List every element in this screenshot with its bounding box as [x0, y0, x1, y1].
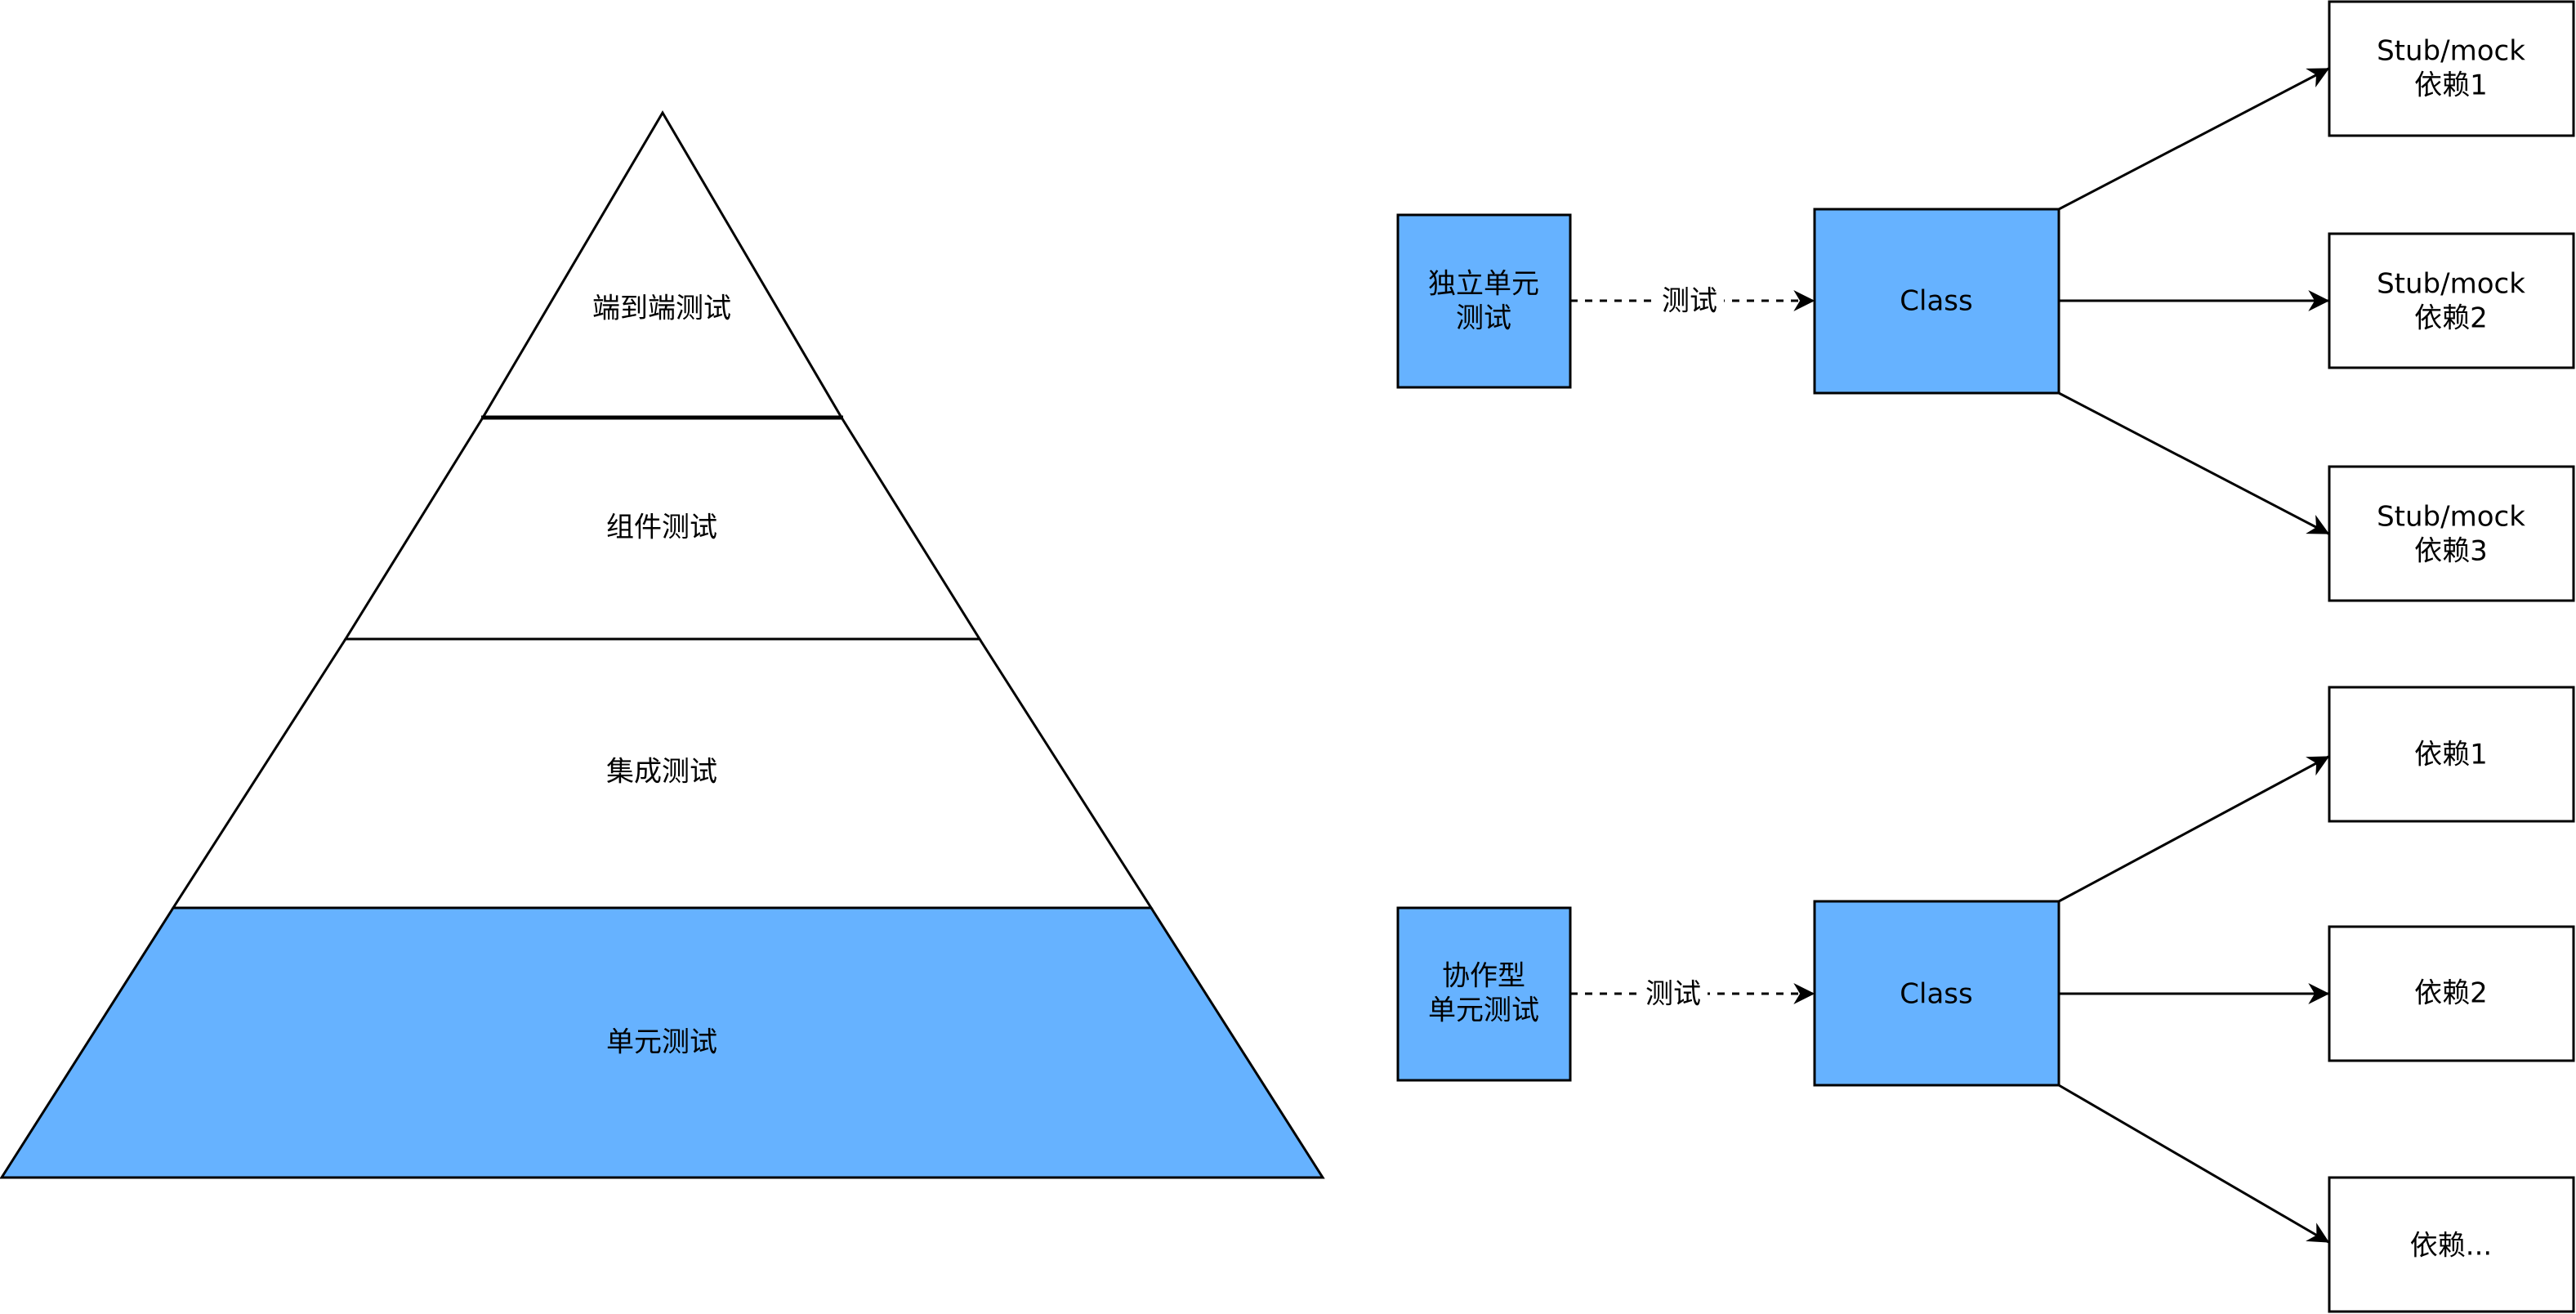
solitary-test-label-line1: 独立单元 [1428, 268, 1539, 301]
solitary-test-box[interactable] [1396, 213, 1572, 389]
solitary-dep-3-line1: Stub/mock [2377, 501, 2525, 534]
pyramid-label-unit: 单元测试 [606, 1026, 717, 1059]
solitary-dep-1-line1: Stub/mock [2377, 35, 2525, 68]
pyramid-label-integration: 集成测试 [606, 756, 717, 789]
solitary-test-label-line2: 测试 [1456, 302, 1511, 335]
solitary-dep-1-line2: 依赖1 [2414, 69, 2488, 102]
sociable-class-label: Class [1900, 978, 1972, 1011]
sociable-unit-test-group: 协作型 单元测试 测试 Class 依赖1 依赖2 依赖... [1396, 686, 2575, 1313]
solitary-edge-label: 测试 [1662, 285, 1717, 318]
solitary-dep-edge-1 [2058, 67, 2330, 211]
solitary-dep-box-2[interactable] [2328, 232, 2575, 369]
test-pyramid: 端到端测试 组件测试 集成测试 单元测试 [0, 110, 1325, 1179]
sociable-dep-2-label: 依赖2 [2414, 977, 2488, 1010]
pyramid-label-e2e: 端到端测试 [592, 293, 731, 325]
solitary-class-label: Class [1900, 285, 1972, 318]
sociable-test-box[interactable] [1396, 906, 1572, 1082]
solitary-dep-box-1[interactable] [2328, 0, 2575, 137]
solitary-unit-test-group: 独立单元 测试 测试 Class Stub/mock 依赖1 Stub/mock… [1396, 0, 2575, 602]
pyramid-label-component: 组件测试 [606, 512, 717, 544]
solitary-class-box[interactable] [1813, 208, 2060, 395]
pyramid-layer-e2e [480, 110, 844, 419]
solitary-dep-box-3[interactable] [2328, 465, 2575, 602]
sociable-dep-1-label: 依赖1 [2414, 739, 2488, 771]
sociable-edge-label-bg [1639, 977, 1708, 1010]
solitary-dep-2-line2: 依赖2 [2414, 302, 2488, 335]
sociable-dep-box-1[interactable] [2328, 686, 2575, 823]
sociable-edge-label: 测试 [1645, 978, 1701, 1011]
sociable-test-label-line1: 协作型 [1442, 960, 1525, 993]
sociable-class-box[interactable] [1813, 900, 2060, 1087]
solitary-edge-label-bg [1655, 284, 1724, 317]
sociable-dep-edge-1 [2058, 755, 2330, 903]
sociable-dep-box-3[interactable] [2328, 1176, 2575, 1313]
sociable-dep-box-2[interactable] [2328, 925, 2575, 1062]
solitary-dep-3-line2: 依赖3 [2414, 535, 2488, 568]
solitary-dep-edge-3 [2058, 391, 2330, 535]
sociable-dep-edge-3 [2058, 1084, 2330, 1244]
solitary-dep-2-line1: Stub/mock [2377, 268, 2525, 301]
sociable-dep-3-label: 依赖... [2410, 1230, 2492, 1263]
sociable-test-label-line2: 单元测试 [1428, 994, 1539, 1027]
